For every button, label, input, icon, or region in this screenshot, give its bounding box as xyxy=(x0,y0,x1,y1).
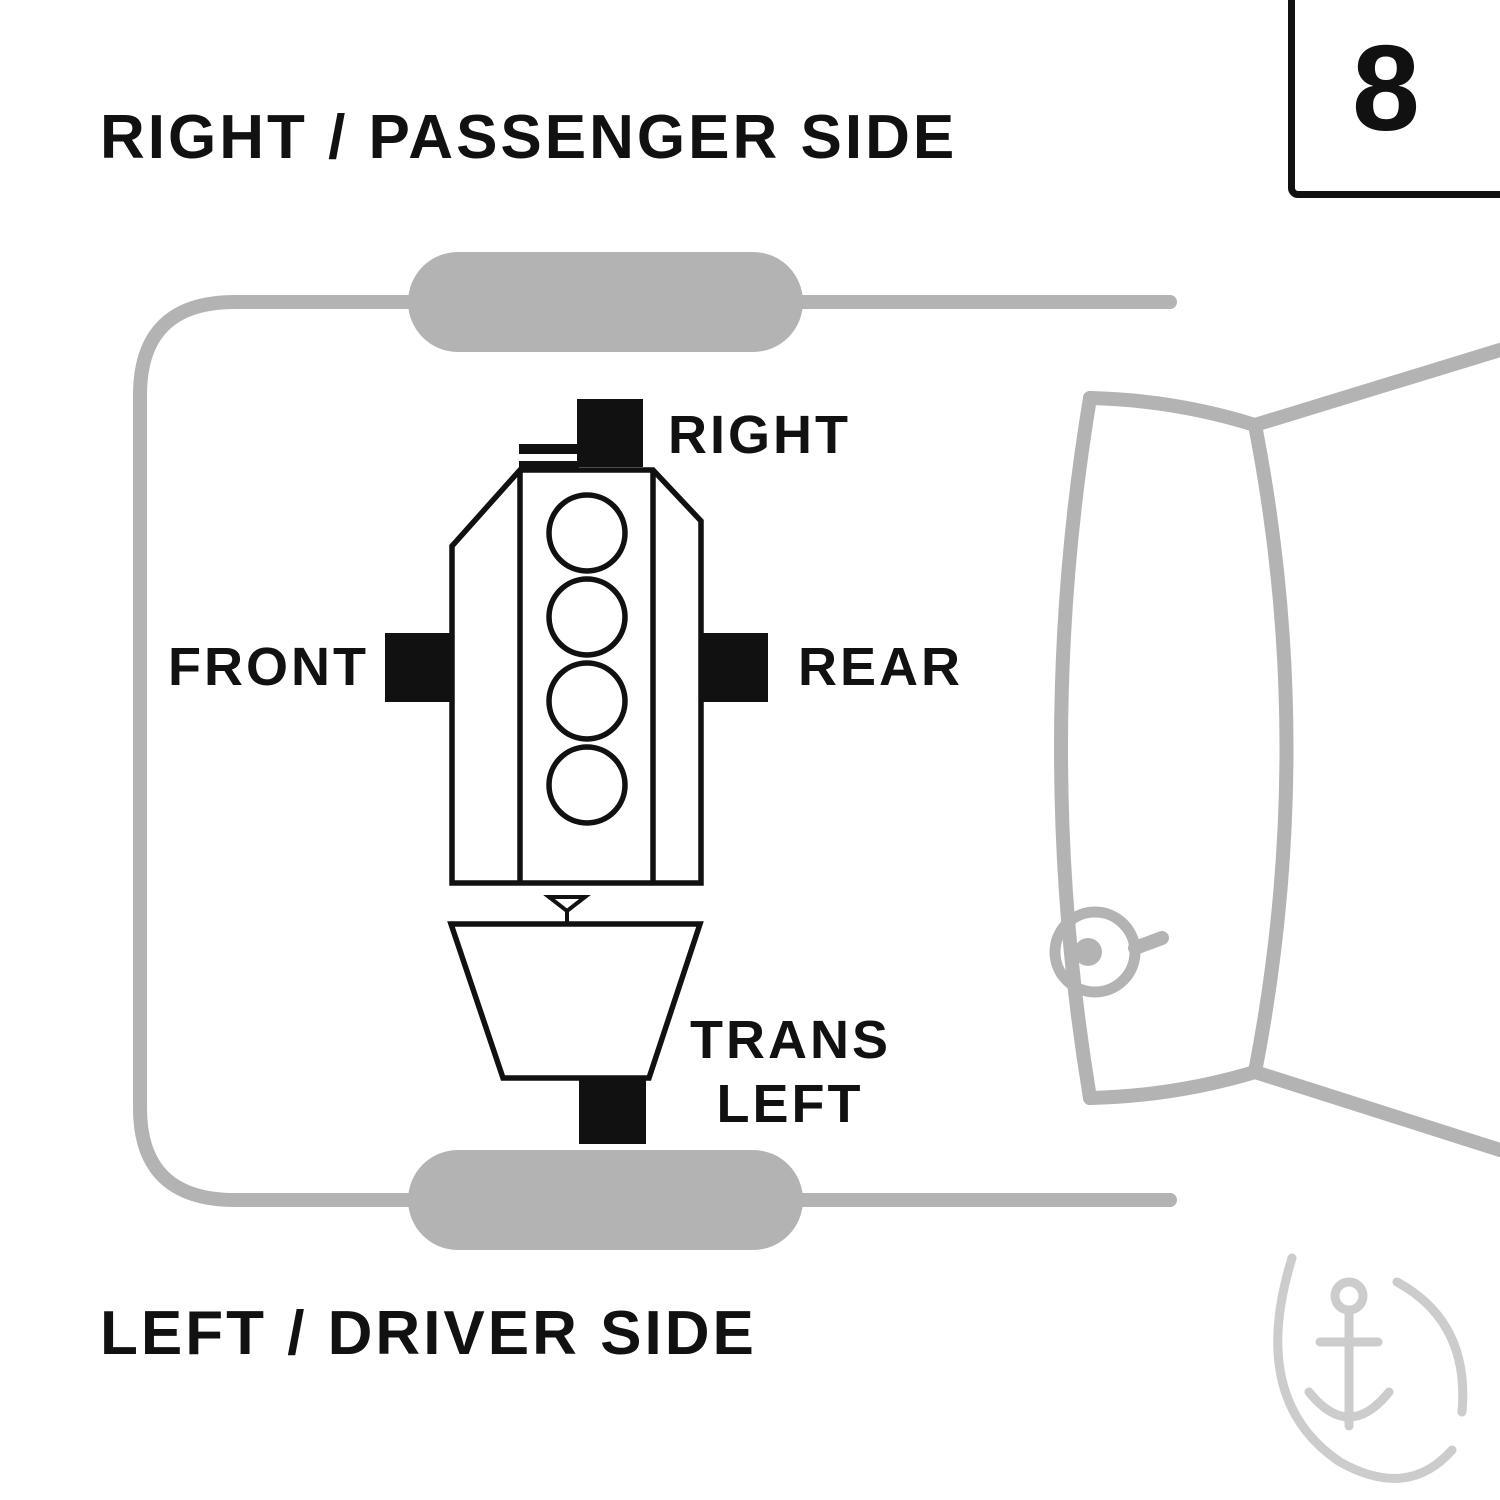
car-front-bumper-line xyxy=(133,295,427,1207)
mount-front-label: FRONT xyxy=(168,637,369,697)
mount-right-pin-upper xyxy=(519,444,579,454)
mount-trans-left-label-line1: TRANS xyxy=(690,1010,891,1070)
mount-right-pin-lower xyxy=(519,461,579,471)
steering-wheel-hub xyxy=(1074,938,1102,966)
mount-rear-block xyxy=(701,633,768,702)
figure-number: 8 xyxy=(1352,20,1420,156)
mount-right-block xyxy=(577,399,643,467)
mount-trans-left-label: TRANS LEFT xyxy=(690,1008,890,1136)
top-tire xyxy=(408,252,803,352)
car-body-outline xyxy=(133,295,1500,1207)
watermark-swoosh-left xyxy=(1273,1253,1457,1483)
roof-top-edge-line xyxy=(1248,343,1500,432)
watermark-anchor-flukes xyxy=(1304,1387,1394,1422)
top-side-label: RIGHT / PASSENGER SIDE xyxy=(100,103,958,172)
cylinder-2 xyxy=(546,576,628,658)
cylinder-4 xyxy=(546,744,628,826)
mount-rear-label: REAR xyxy=(798,637,964,697)
bottom-side-label: LEFT / DRIVER SIDE xyxy=(100,1299,757,1368)
mount-trans-left-block xyxy=(579,1076,646,1144)
steering-column-line xyxy=(1128,931,1169,955)
figure-number-box xyxy=(1288,0,1500,198)
brand-watermark-icon xyxy=(1273,1253,1468,1483)
mount-front-block xyxy=(385,633,452,702)
mount-right-label: RIGHT xyxy=(668,405,851,465)
car-gray-fills xyxy=(408,252,1102,1250)
roof-bottom-edge-line xyxy=(1248,1065,1500,1157)
cylinder-3 xyxy=(546,660,628,742)
windshield-right-arc xyxy=(1248,418,1294,1079)
cylinder-1 xyxy=(546,492,628,574)
windshield-bottom-edge xyxy=(1083,1065,1262,1105)
transmission-outline xyxy=(447,921,704,1081)
windshield-top-edge xyxy=(1083,391,1262,432)
funnel-symbol xyxy=(543,895,591,914)
mount-blocks xyxy=(385,399,768,1144)
engine-assembly xyxy=(447,467,704,1081)
windshield-left-arc xyxy=(1054,391,1097,1105)
bottom-tire xyxy=(408,1150,803,1250)
watermark-swoosh-right xyxy=(1392,1277,1468,1417)
mount-trans-left-label-line2: LEFT xyxy=(716,1074,864,1134)
